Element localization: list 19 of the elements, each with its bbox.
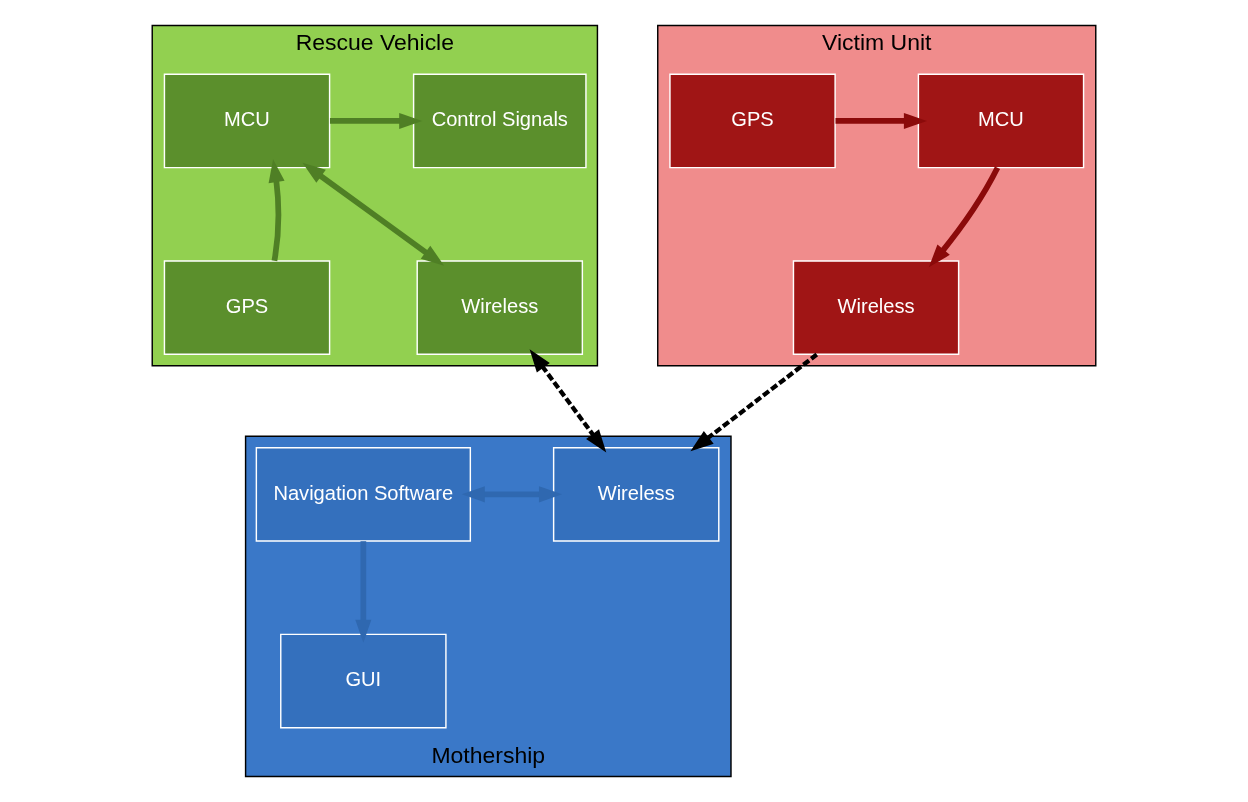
arrow (268, 159, 285, 262)
node-box: GPS (163, 260, 331, 356)
arrow (329, 112, 423, 130)
node-box: Wireless (792, 260, 960, 356)
node-box: MCU (917, 73, 1085, 169)
arrow (690, 352, 819, 452)
node-box: Wireless (552, 446, 720, 542)
arrow (461, 486, 563, 503)
node-box: Control Signals (412, 73, 587, 169)
node-box: MCU (163, 73, 331, 169)
arrow (835, 112, 927, 130)
arrow (928, 166, 1001, 268)
node-box: GUI (280, 633, 447, 729)
node-box: GPS (669, 73, 836, 169)
arrow (355, 541, 372, 643)
arrow (302, 162, 445, 266)
node-box: Navigation Software (255, 446, 472, 542)
node-box: Wireless (416, 260, 584, 356)
arrow (529, 349, 607, 453)
